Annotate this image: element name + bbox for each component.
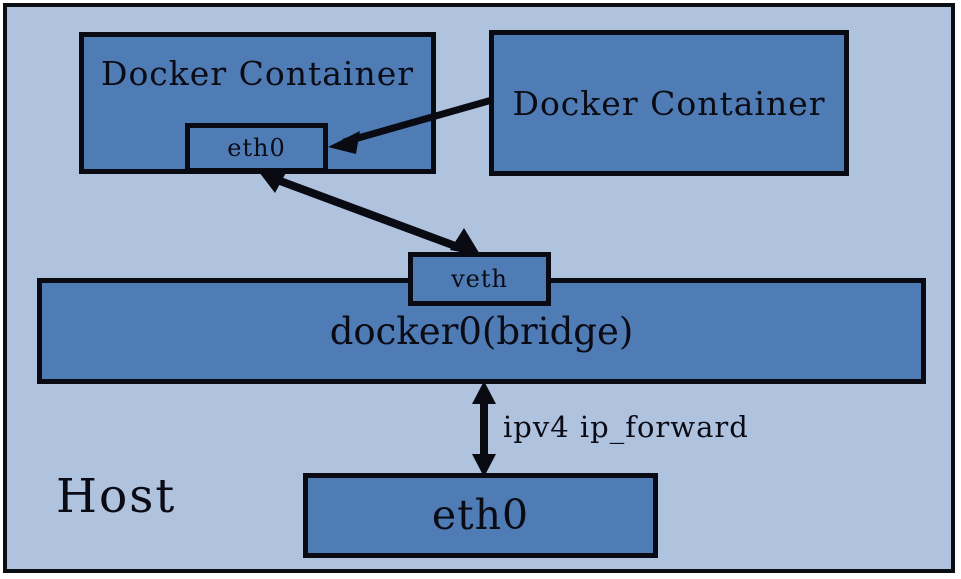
host-label: Host <box>56 469 177 524</box>
node-label-eth0-container: eth0 <box>227 134 286 162</box>
node-label-veth: veth <box>451 265 508 293</box>
node-label-docker-container-right: Docker Container <box>512 83 826 123</box>
node-veth[interactable]: veth <box>408 252 551 306</box>
node-label-docker0-bridge: docker0(bridge) <box>329 309 634 353</box>
node-eth0-container[interactable]: eth0 <box>185 123 328 173</box>
node-docker-container-right[interactable]: Docker Container <box>489 30 849 176</box>
node-eth0-host[interactable]: eth0 <box>303 473 658 558</box>
node-label-eth0-host: eth0 <box>431 491 530 539</box>
node-label-docker-container-left: Docker Container <box>100 54 415 93</box>
edge-label-ip-forward: ipv4 ip_forward <box>503 410 749 444</box>
